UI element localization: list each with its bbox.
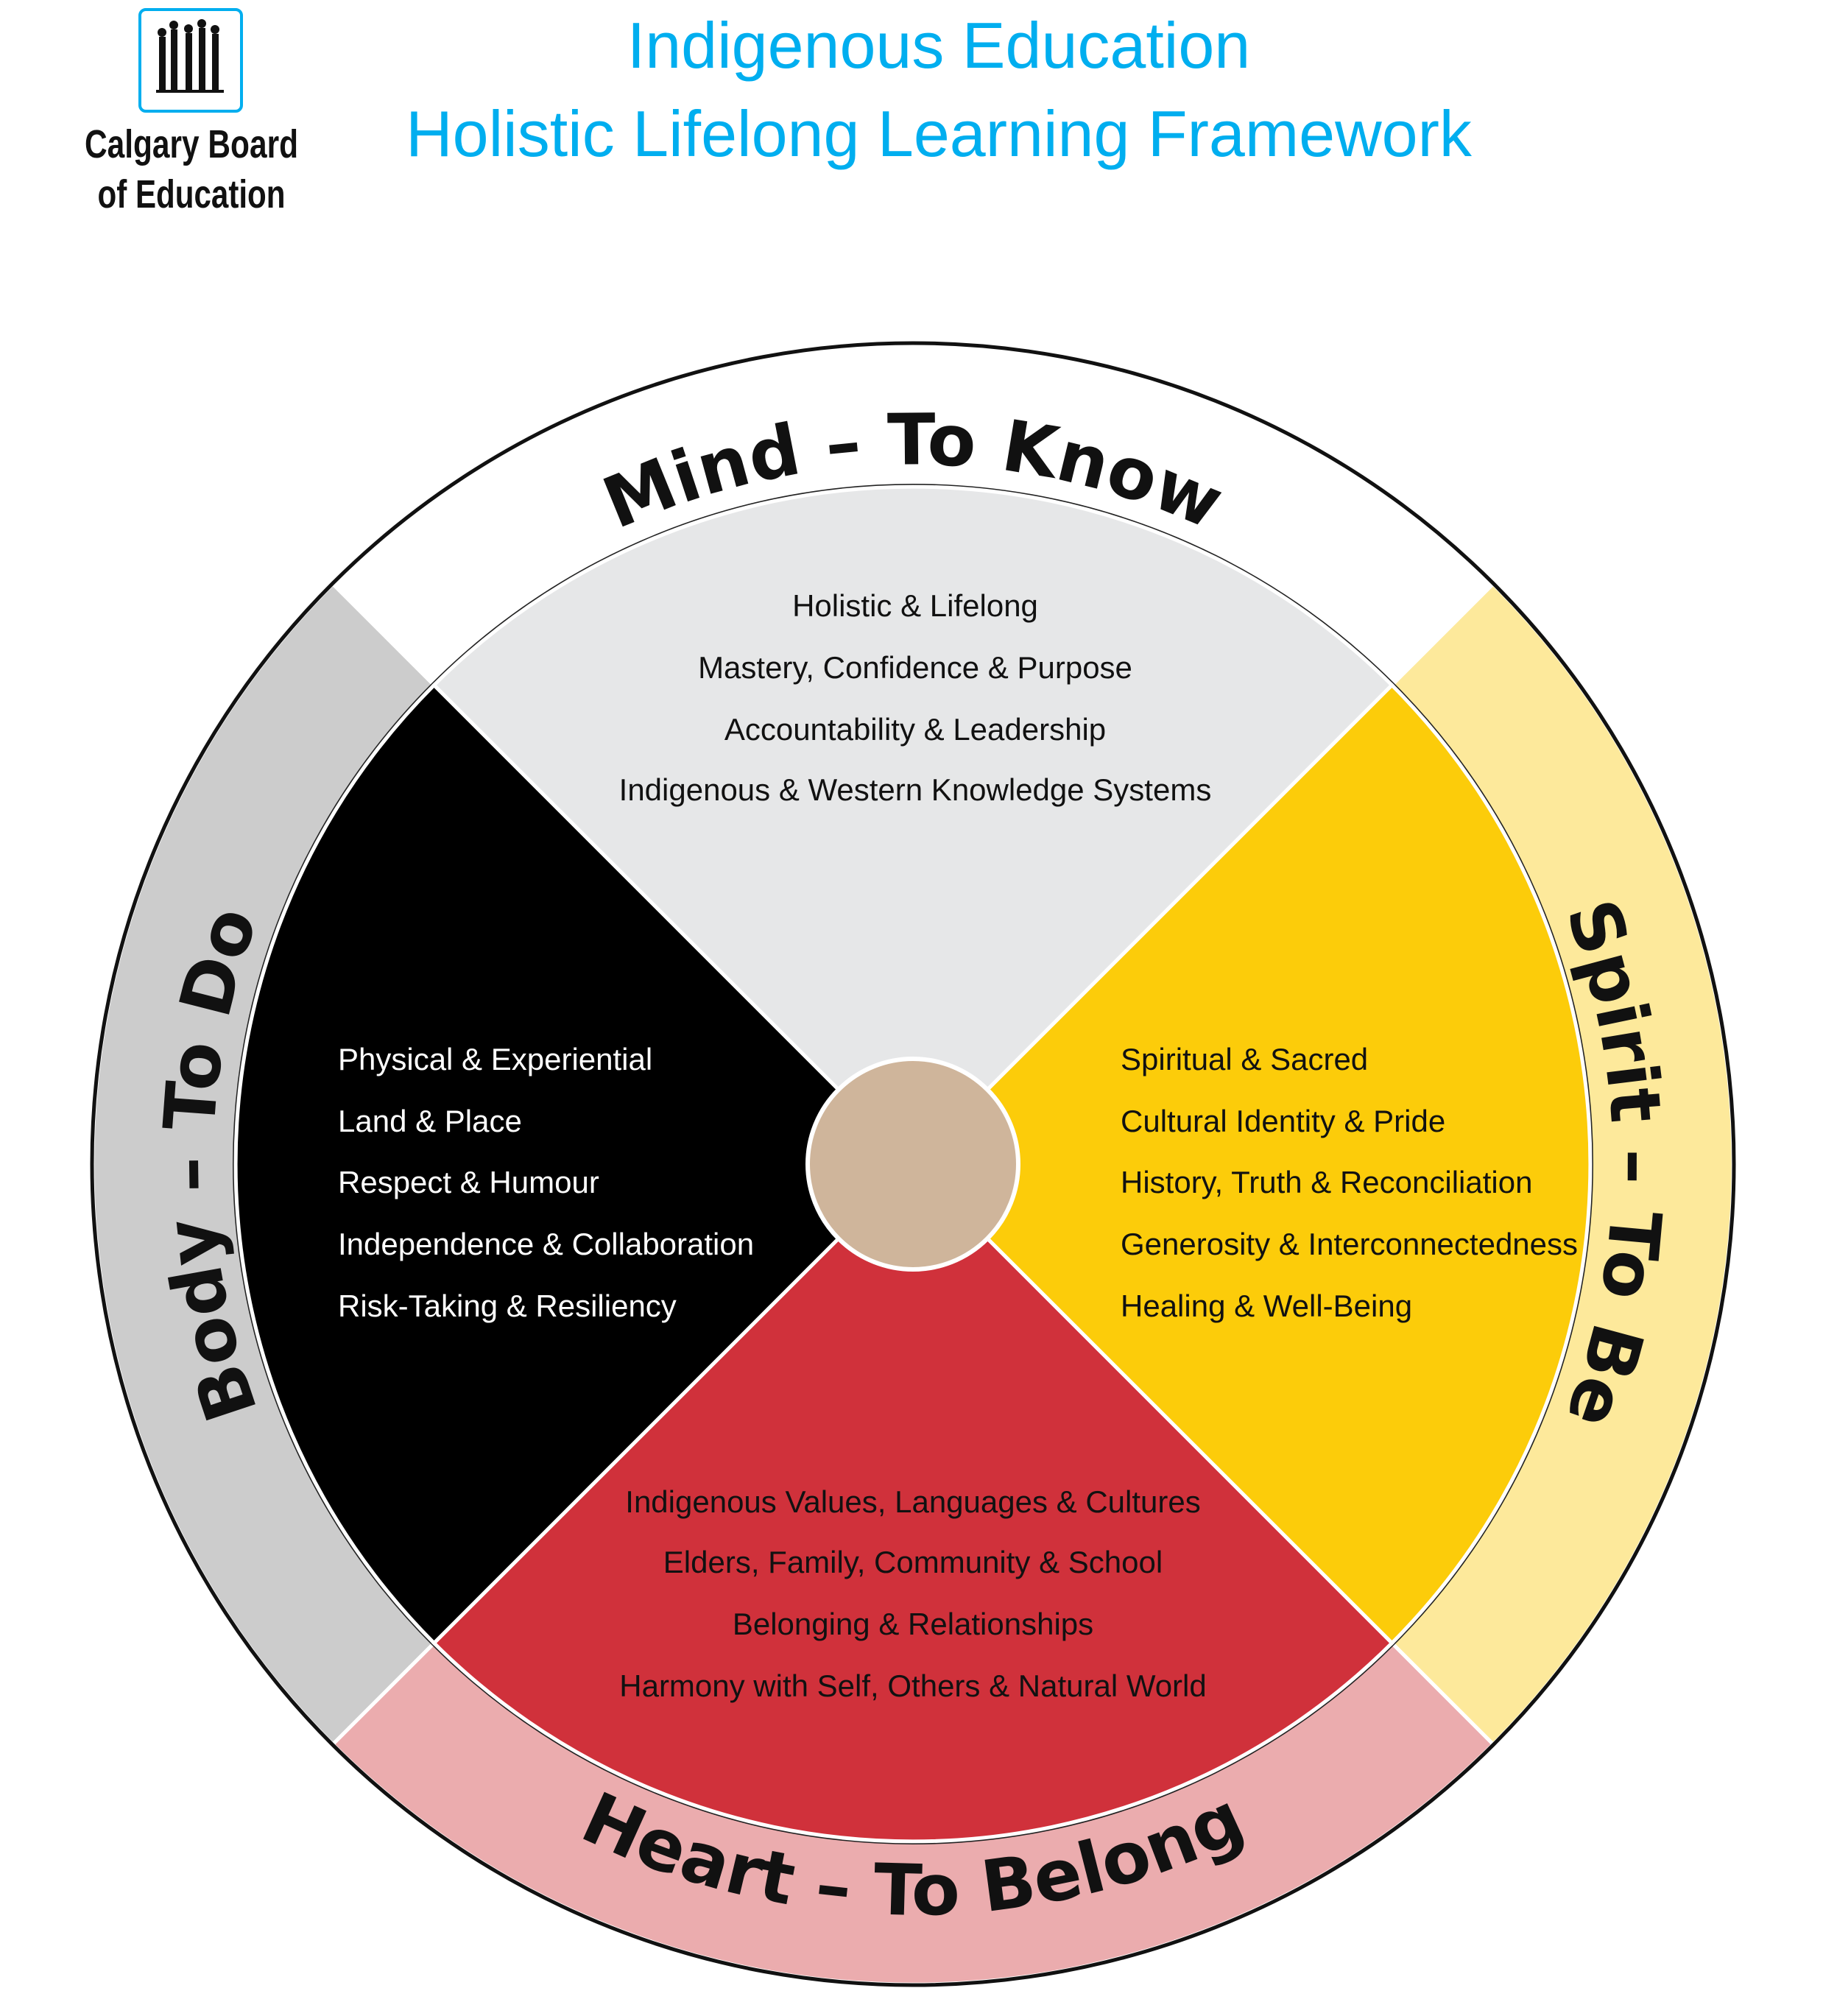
- body-inner-segment: [233, 682, 916, 1646]
- list-item: Land & Place: [338, 1104, 522, 1138]
- list-item: Physical & Experiential: [338, 1042, 652, 1076]
- center-circle: [805, 1057, 1020, 1272]
- list-item: Cultural Identity & Pride: [1121, 1104, 1445, 1138]
- list-item: Belonging & Relationships: [733, 1607, 1093, 1641]
- list-item: Accountability & Leadership: [724, 712, 1106, 747]
- list-item: Elders, Family, Community & School: [663, 1545, 1163, 1579]
- list-item: Respect & Humour: [338, 1165, 599, 1199]
- body-items: Physical & Experiential Land & Place Res…: [338, 1042, 754, 1323]
- title-line-1: Indigenous Education: [627, 9, 1250, 82]
- mind-items: Holistic & Lifelong Mastery, Confidence …: [619, 588, 1212, 807]
- outer-ring-border: [90, 341, 1736, 1987]
- list-item: Indigenous Values, Languages & Cultures: [625, 1484, 1200, 1519]
- list-item: History, Truth & Reconciliation: [1121, 1165, 1532, 1199]
- list-item: Generosity & Interconnectedness: [1121, 1227, 1578, 1261]
- list-item: Independence & Collaboration: [338, 1227, 754, 1261]
- list-item: Indigenous & Western Knowledge Systems: [619, 772, 1212, 807]
- list-item: Healing & Well-Being: [1121, 1289, 1412, 1323]
- heart-items: Indigenous Values, Languages & Cultures …: [619, 1484, 1207, 1703]
- people-figures-icon: [156, 19, 224, 93]
- list-item: Spiritual & Sacred: [1121, 1042, 1368, 1076]
- logo-line-1: Calgary Board: [85, 122, 298, 166]
- list-item: Holistic & Lifelong: [792, 588, 1038, 623]
- list-item: Mastery, Confidence & Purpose: [698, 650, 1132, 685]
- cbe-logo: Calgary Board of Education: [85, 8, 298, 216]
- list-item: Risk-Taking & Resiliency: [338, 1289, 677, 1323]
- logo-line-2: of Education: [98, 172, 286, 216]
- mind-inner-segment: [431, 484, 1395, 1167]
- title-line-2: Holistic Lifelong Learning Framework: [406, 97, 1473, 170]
- heart-inner-segment: [431, 1161, 1395, 1844]
- spirit-inner-segment: [910, 682, 1593, 1646]
- spirit-items: Spiritual & Sacred Cultural Identity & P…: [1121, 1042, 1578, 1323]
- list-item: Harmony with Self, Others & Natural Worl…: [619, 1668, 1207, 1703]
